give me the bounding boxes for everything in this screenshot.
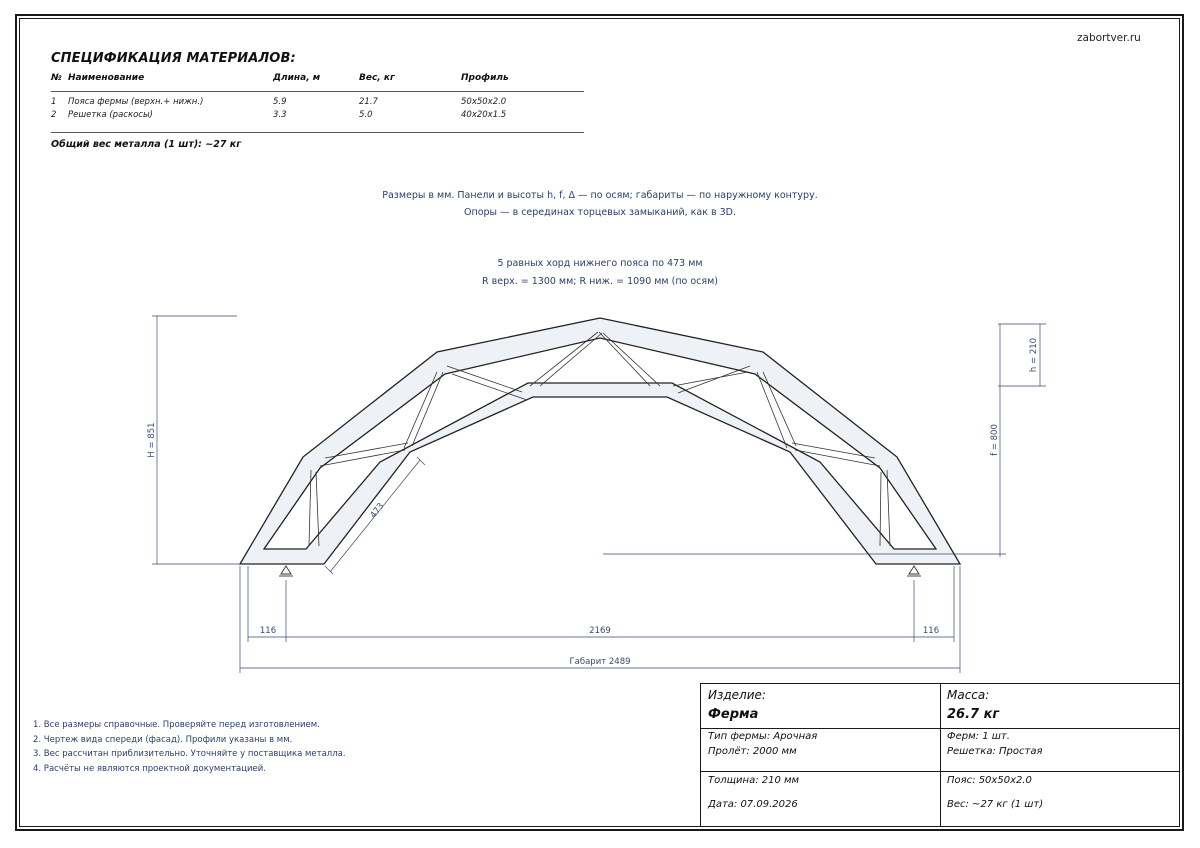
chord-profile: Пояс: 50x50x2.0 <box>947 775 1032 786</box>
lattice-type: Решетка: Простая <box>947 746 1043 757</box>
spec-total: Общий вес металла (1 шт): ~27 кг <box>51 139 242 150</box>
spec-cell-name: Решетка (раскосы) <box>68 110 153 120</box>
lattice-left-diag <box>403 371 444 449</box>
span-value: Пролёт: 2000 мм <box>708 746 797 757</box>
spec-bottom-rule <box>51 132 584 133</box>
drawing-frame-outer <box>15 14 1184 831</box>
product-label: Изделие: <box>708 688 766 702</box>
lattice-left-mid <box>446 365 528 401</box>
footnote: 1. Все размеры справочные. Проверяйте пе… <box>33 720 320 730</box>
lattice-right-mid <box>672 365 751 394</box>
dim-overall-line <box>239 566 961 673</box>
dim-offsets-line <box>247 566 955 642</box>
thickness-value: Толщина: 210 мм <box>708 775 800 786</box>
dim-left-offset-label: 116 <box>260 626 276 636</box>
table-row: 1 Пояса фермы (верхн.+ нижн.) 5.9 21.7 5… <box>51 97 584 110</box>
lattice-left-low <box>319 442 409 467</box>
spec-cell-no: 2 <box>51 110 57 120</box>
dim-span-label: 2169 <box>589 626 611 636</box>
lattice-center <box>529 331 661 387</box>
site-label: zabortver.ru <box>1077 32 1141 44</box>
note-radii: R верх. = 1300 мм; R ниж. = 1090 мм (по … <box>482 276 718 287</box>
product-value: Ферма <box>708 707 759 722</box>
lattice-right-end <box>879 469 891 547</box>
lattice-right-low <box>791 442 881 467</box>
dim-f-line <box>603 324 1006 557</box>
spec-header-no: № <box>51 73 62 83</box>
spec-cell-length: 3.3 <box>273 110 287 120</box>
footnote: 4. Расчёты не являются проектной докумен… <box>33 763 267 774</box>
spec-header-weight: Вес, кг <box>359 73 395 83</box>
mass-value: 26.7 кг <box>947 707 1000 722</box>
spec-header-length: Длина, м <box>273 73 321 83</box>
mass-label: Масса: <box>947 688 990 702</box>
spec-cell-name: Пояса фермы (верхн.+ нижн.) <box>68 97 204 107</box>
note-chords: 5 равных хорд нижнего пояса по 473 мм <box>497 258 703 269</box>
truss-type: Тип фермы: Арочная <box>708 731 818 742</box>
title-block: Изделие: Ферма Масса: 26.7 кг Тип фермы:… <box>700 683 1180 827</box>
footnote: 3. Вес рассчитан приблизительно. Уточняй… <box>33 749 346 759</box>
dim-right-offset-label: 116 <box>923 626 939 636</box>
footnotes: 1. Все размеры справочные. Проверяйте пе… <box>33 718 346 776</box>
note-units: Размеры в мм. Панели и высоты h, f, Δ — … <box>382 190 818 201</box>
title-block-rule <box>701 771 1179 772</box>
weight-value: Вес: ~27 кг (1 шт) <box>947 799 1044 810</box>
date-value: Дата: 07.09.2026 <box>708 799 798 810</box>
drawing-frame-inner <box>19 18 1180 827</box>
truss-count: Ферм: 1 шт. <box>947 731 1010 742</box>
spec-header-name: Наименование <box>68 73 145 83</box>
spec-table: № Наименование Длина, м Вес, кг Профиль … <box>51 71 584 123</box>
truss-lattice <box>308 331 891 547</box>
spec-title: СПЕЦИФИКАЦИЯ МАТЕРИАЛОВ: <box>51 51 296 66</box>
dim-chord-label: 473 <box>368 501 386 520</box>
lattice-right-diag <box>756 371 797 449</box>
dim-h-line <box>998 323 1046 387</box>
lattice-left-end <box>308 469 320 547</box>
spec-header-profile: Профиль <box>461 73 509 83</box>
spec-cell-length: 5.9 <box>273 97 287 107</box>
support-right <box>907 565 921 577</box>
table-row: 2 Решетка (раскосы) 3.3 5.0 40x20x1.5 <box>51 110 584 123</box>
dim-f-label: f = 800 <box>990 424 1000 456</box>
dim-H-label: H = 851 <box>147 422 157 457</box>
footnote: 2. Чертеж вида спереди (фасад). Профили … <box>33 734 293 745</box>
spec-cell-profile: 40x20x1.5 <box>461 110 507 120</box>
title-block-divider <box>940 684 941 826</box>
spec-header-row: № Наименование Длина, м Вес, кг Профиль <box>51 71 584 92</box>
note-supports: Опоры — в серединах торцевых замыканий, … <box>464 207 736 218</box>
title-block-rule <box>701 728 1179 729</box>
spec-cell-no: 1 <box>51 97 57 107</box>
dim-h-label: h = 210 <box>1029 338 1039 372</box>
dim-chord-line <box>324 456 426 575</box>
spec-cell-weight: 21.7 <box>359 97 378 107</box>
dim-overall-label: Габарит 2489 <box>569 657 630 667</box>
truss-chords <box>238 317 962 565</box>
spec-cell-profile: 50x50x2.0 <box>461 97 507 107</box>
support-left <box>279 565 293 577</box>
spec-cell-weight: 5.0 <box>359 110 373 120</box>
dim-H-line <box>152 315 240 565</box>
